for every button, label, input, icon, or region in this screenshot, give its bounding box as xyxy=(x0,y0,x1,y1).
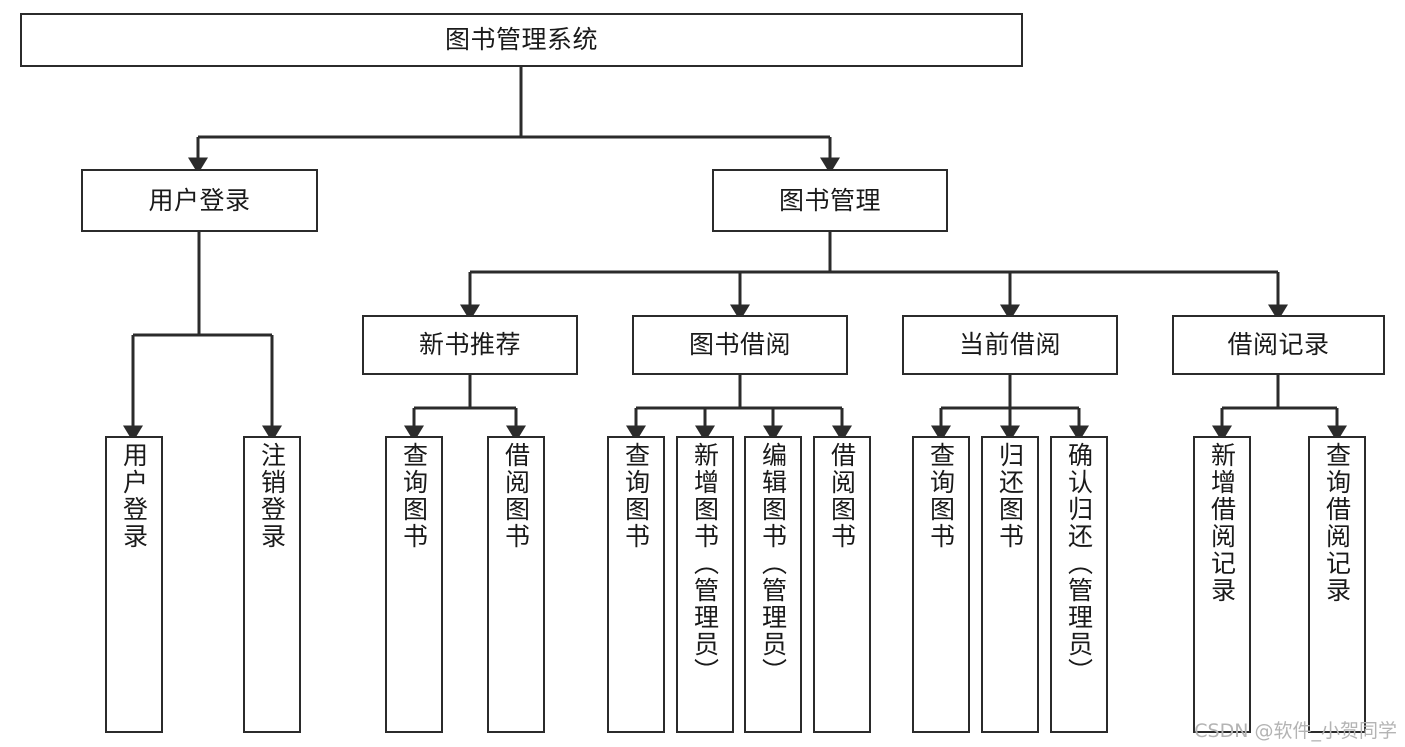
node-label: 确认归还（管理员） xyxy=(1064,442,1094,685)
node-label: 注销登录 xyxy=(257,442,287,550)
node-leaf-query-record[interactable]: 查询借阅记录 xyxy=(1308,436,1366,733)
node-label: 借阅图书 xyxy=(827,442,857,550)
node-label: 借阅图书 xyxy=(501,442,531,550)
node-new-book-recommend[interactable]: 新书推荐 xyxy=(362,315,578,375)
node-leaf-user-login[interactable]: 用户登录 xyxy=(105,436,163,733)
node-borrow-record[interactable]: 借阅记录 xyxy=(1172,315,1385,375)
node-label: 用户登录 xyxy=(119,442,149,550)
node-label: 用户登录 xyxy=(148,185,251,215)
node-leaf-add-book[interactable]: 新增图书（管理员） xyxy=(676,436,734,733)
node-leaf-query-book-2[interactable]: 查询图书 xyxy=(607,436,665,733)
node-user-login[interactable]: 用户登录 xyxy=(81,169,318,232)
node-label: 图书管理系统 xyxy=(444,25,598,55)
node-leaf-borrow-book-1[interactable]: 借阅图书 xyxy=(487,436,545,733)
node-label: 查询图书 xyxy=(926,442,956,550)
node-root-book-management-system[interactable]: 图书管理系统 xyxy=(20,13,1023,67)
node-label: 查询图书 xyxy=(399,442,429,550)
node-label: 图书管理 xyxy=(778,185,881,215)
node-label: 借阅记录 xyxy=(1227,330,1330,360)
node-label: 归还图书 xyxy=(995,442,1025,550)
node-label: 编辑图书（管理员） xyxy=(758,442,788,685)
node-leaf-logout-login[interactable]: 注销登录 xyxy=(243,436,301,733)
node-leaf-borrow-book-2[interactable]: 借阅图书 xyxy=(813,436,871,733)
node-leaf-query-book-1[interactable]: 查询图书 xyxy=(385,436,443,733)
node-leaf-add-record[interactable]: 新增借阅记录 xyxy=(1193,436,1251,733)
node-label: 图书借阅 xyxy=(688,330,791,360)
node-current-borrow[interactable]: 当前借阅 xyxy=(902,315,1118,375)
node-label: 新增图书（管理员） xyxy=(690,442,720,685)
node-label: 查询图书 xyxy=(621,442,651,550)
node-label: 新书推荐 xyxy=(418,330,521,360)
node-leaf-confirm-return[interactable]: 确认归还（管理员） xyxy=(1050,436,1108,733)
node-book-borrow[interactable]: 图书借阅 xyxy=(632,315,848,375)
node-label: 当前借阅 xyxy=(958,330,1061,360)
node-leaf-query-book-3[interactable]: 查询图书 xyxy=(912,436,970,733)
node-label: 新增借阅记录 xyxy=(1207,442,1237,604)
node-leaf-edit-book[interactable]: 编辑图书（管理员） xyxy=(744,436,802,733)
node-label: 查询借阅记录 xyxy=(1322,442,1352,604)
csdn-watermark: CSDN @软件_小贺同学 xyxy=(1194,720,1397,742)
node-leaf-return-book[interactable]: 归还图书 xyxy=(981,436,1039,733)
node-book-management[interactable]: 图书管理 xyxy=(712,169,948,232)
